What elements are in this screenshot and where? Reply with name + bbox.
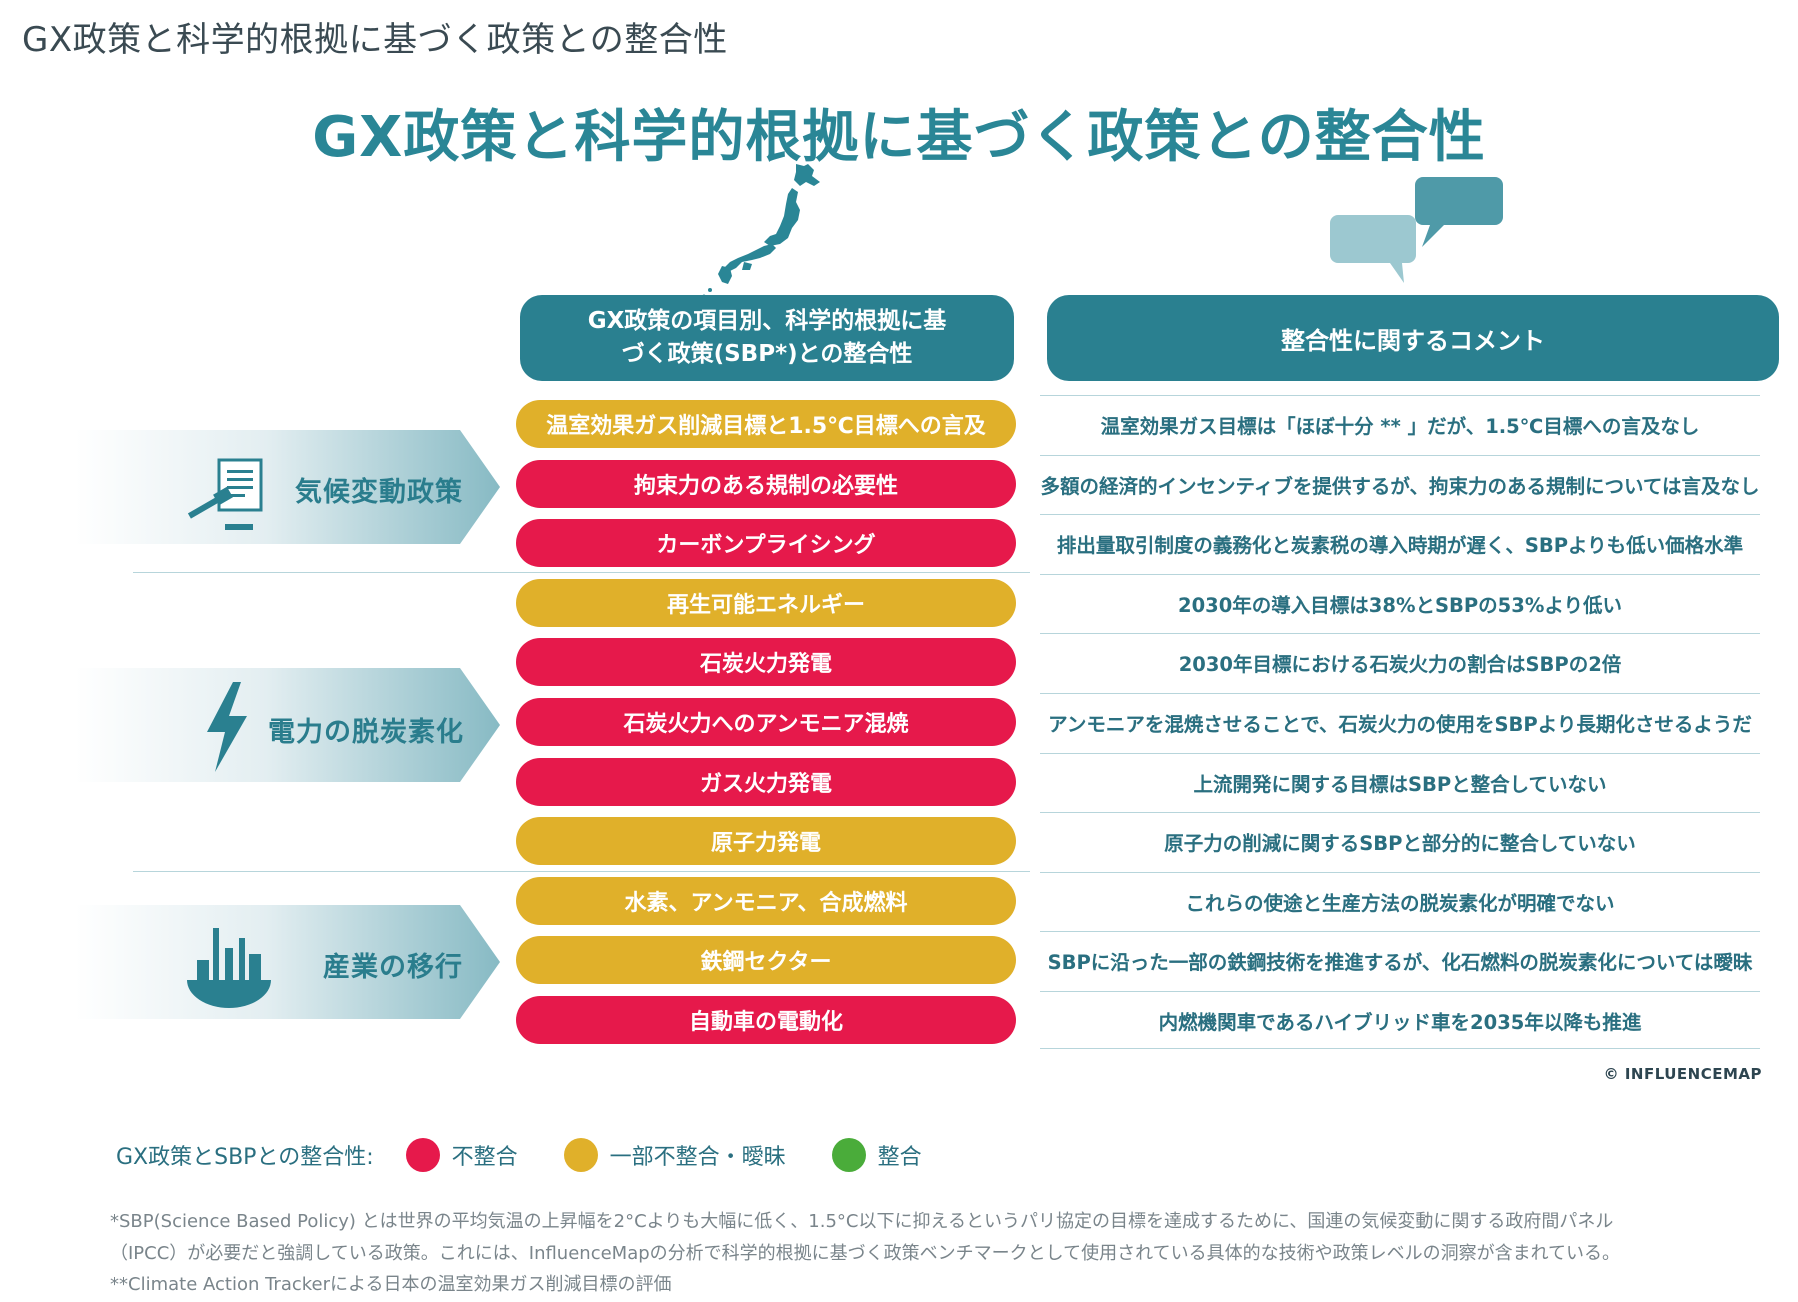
right-column-header: 整合性に関するコメント: [1047, 295, 1779, 381]
group-divider: [133, 871, 1030, 872]
footnote-cat: **Climate Action Trackerによる日本の温室効果ガス削減目標…: [110, 1274, 672, 1295]
page-header: GX政策と科学的根拠に基づく政策との整合性: [22, 20, 728, 60]
policy-item-pill: 拘束力のある規制の必要性: [516, 460, 1016, 508]
legend-label-aligned: 整合: [877, 1145, 922, 1170]
policy-comment: 2030年の導入目標は38%とSBPの53%より低い: [1040, 574, 1760, 632]
policy-item-pill: 水素、アンモニア、合成燃料: [516, 877, 1016, 925]
policy-comment: アンモニアを混焼させることで、石炭火力の使用をSBPより長期化させるようだ: [1040, 693, 1760, 751]
policy-item-pill: ガス火力発電: [516, 758, 1016, 806]
copyright: © INFLUENCEMAP: [1603, 1065, 1762, 1083]
policy-item-pill: 石炭火力発電: [516, 638, 1016, 686]
policy-item-pill: 鉄鋼セクター: [516, 936, 1016, 984]
legend-label-partial: 一部不整合・曖昧: [609, 1145, 786, 1170]
comments-bottom-rule: [1040, 1048, 1760, 1049]
category-power-decarbonization: 電力の脱炭素化: [75, 668, 500, 782]
group-divider: [133, 572, 1030, 573]
policy-item-pill: 原子力発電: [516, 817, 1016, 865]
factory-icon: [187, 928, 271, 1008]
category-label: 電力の脱炭素化: [268, 717, 464, 748]
policy-item-pill: 石炭火力へのアンモニア混焼: [516, 698, 1016, 746]
legend-title: GX政策とSBPとの整合性:: [116, 1145, 374, 1170]
policy-comment: これらの使途と生産方法の脱炭素化が明確でない: [1040, 872, 1760, 930]
category-industrial-transition: 産業の移行: [75, 905, 500, 1019]
left-column-header: GX政策の項目別、科学的根拠に基 づく政策(SBP*)との整合性: [520, 295, 1014, 381]
policy-comment: 上流開発に関する目標はSBPと整合していない: [1040, 753, 1760, 811]
policy-item-pill: 温室効果ガス削減目標と1.5℃目標への言及: [516, 400, 1016, 448]
footnote-sbp-line2: （IPCC）が必要だと強調している政策。これには、InfluenceMapの分析…: [110, 1243, 1621, 1264]
footnote-sbp-line1: *SBP(Science Based Policy) とは世界の平均気温の上昇幅…: [110, 1211, 1614, 1232]
left-column-header-line2: づく政策(SBP*)との整合性: [621, 341, 913, 367]
policy-comment: 原子力の削減に関するSBPと部分的に整合していない: [1040, 812, 1760, 870]
speech-bubbles-icon: [1330, 177, 1503, 283]
left-column-header-line1: GX政策の項目別、科学的根拠に基: [587, 308, 947, 334]
policy-comment: 排出量取引制度の義務化と炭素税の導入時期が遅く、SBPよりも低い価格水準: [1040, 514, 1760, 572]
japan-map-icon: [702, 164, 820, 298]
category-arrow-shape: [75, 905, 500, 1019]
category-label: 気候変動政策: [295, 477, 463, 508]
category-arrow-shape: [75, 668, 500, 782]
policy-item-pill: カーボンプライシング: [516, 519, 1016, 567]
legend: GX政策とSBPとの整合性: 不整合 一部不整合・曖昧 整合: [116, 1137, 968, 1173]
policy-comment: 2030年目標における石炭火力の割合はSBPの2倍: [1040, 633, 1760, 691]
legend-dot-misaligned: [405, 1138, 440, 1172]
policy-comment: 温室効果ガス目標は「ほぼ十分 ** 」だが、1.5℃目標への言及なし: [1040, 395, 1760, 453]
legend-label-misaligned: 不整合: [451, 1145, 518, 1170]
policy-item-pill: 再生可能エネルギー: [516, 579, 1016, 627]
category-climate-policy: 気候変動政策: [75, 430, 500, 544]
policy-item-pill: 自動車の電動化: [516, 996, 1016, 1044]
policy-comment: 内燃機関車であるハイブリッド車を2035年以降も推進: [1040, 991, 1760, 1049]
legend-dot-partial: [563, 1138, 598, 1172]
legend-dot-aligned: [831, 1138, 866, 1172]
category-label: 産業の移行: [323, 952, 463, 983]
main-title: GX政策と科学的根拠に基づく政策との整合性: [312, 105, 1486, 170]
lightning-bolt-icon: [207, 682, 247, 772]
policy-comment: SBPに沿った一部の鉄鋼技術を推進するが、化石燃料の脱炭素化については曖昧: [1040, 931, 1760, 989]
gavel-document-icon: [187, 458, 263, 530]
category-arrow-shape: [75, 430, 500, 544]
policy-comment: 多額の経済的インセンティブを提供するが、拘束力のある規制については言及なし: [1040, 455, 1760, 513]
